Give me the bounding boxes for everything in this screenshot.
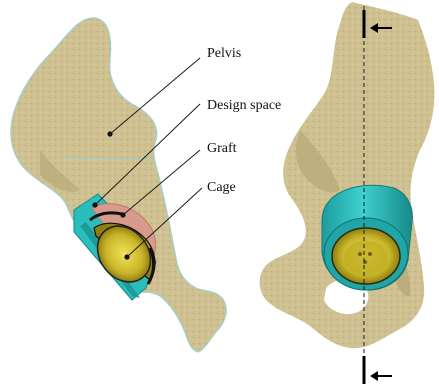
- cage-leader-dot: [124, 254, 129, 259]
- pelvis-label: Pelvis: [207, 46, 241, 61]
- pelvis-leader: [110, 58, 200, 134]
- cage-inner-right: [344, 241, 388, 275]
- graft-label: Graft: [207, 141, 237, 156]
- pelvis-bone-left: [11, 18, 226, 352]
- left-pelvis-view: Pelvis Design space Graft Cage: [11, 18, 281, 352]
- section-arrow-bottom-icon: [370, 371, 392, 381]
- graft-leader-dot: [120, 212, 125, 217]
- cage-hole2-right: [368, 252, 372, 256]
- design-space-leader-dot: [92, 202, 97, 207]
- cage-label: Cage: [207, 180, 236, 195]
- design-space-label: Design space: [207, 98, 281, 113]
- cage-hole1-right: [358, 252, 362, 256]
- pelvis-leader-dot: [107, 131, 112, 136]
- right-pelvis-view: [260, 2, 435, 384]
